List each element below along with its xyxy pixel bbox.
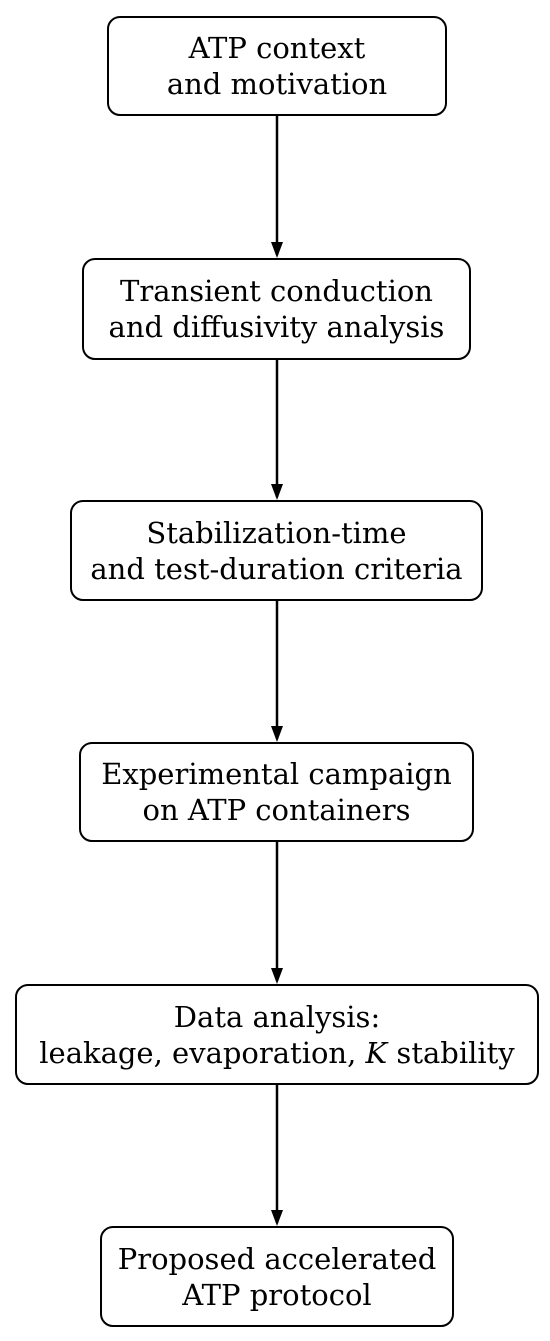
- step-4-line-2: on ATP containers: [142, 793, 411, 827]
- step-1-line-2: and motivation: [166, 67, 388, 101]
- step-5-line-2-post: stability: [387, 1035, 515, 1070]
- step-atp-context: ATP context and motivation: [107, 16, 447, 116]
- step-5-variable-k: K: [365, 1035, 388, 1070]
- step-5-line-2: leakage, evaporation, K stability: [39, 1035, 514, 1071]
- step-6-line-2: ATP protocol: [182, 1277, 372, 1312]
- arrowhead-1-to-2: [271, 242, 283, 258]
- step-1-line-1: ATP context: [188, 31, 366, 65]
- arrowhead-5-to-6: [271, 1210, 283, 1226]
- step-3-line-2: and test-duration criteria: [90, 551, 463, 586]
- step-stabilization-time: Stabilization-time and test-duration cri…: [70, 500, 483, 601]
- step-proposed-protocol: Proposed accelerated ATP protocol: [100, 1226, 454, 1327]
- step-3-line-1: Stabilization-time: [146, 515, 407, 550]
- step-transient-conduction: Transient conduction and diffusivity ana…: [82, 258, 471, 360]
- step-5-line-2-pre: leakage, evaporation,: [39, 1035, 366, 1070]
- step-2-line-1: Transient conduction: [120, 274, 433, 308]
- step-experimental-campaign: Experimental campaign on ATP containers: [79, 742, 474, 842]
- step-4-line-1: Experimental campaign: [101, 757, 452, 791]
- arrowhead-3-to-4: [271, 726, 283, 742]
- arrowhead-2-to-3: [271, 484, 283, 500]
- step-2-line-2: and diffusivity analysis: [108, 310, 445, 344]
- step-5-line-1: Data analysis:: [173, 999, 381, 1034]
- arrowhead-4-to-5: [271, 968, 283, 984]
- step-6-line-1: Proposed accelerated: [117, 1241, 437, 1276]
- step-data-analysis: Data analysis: leakage, evaporation, K s…: [15, 984, 539, 1085]
